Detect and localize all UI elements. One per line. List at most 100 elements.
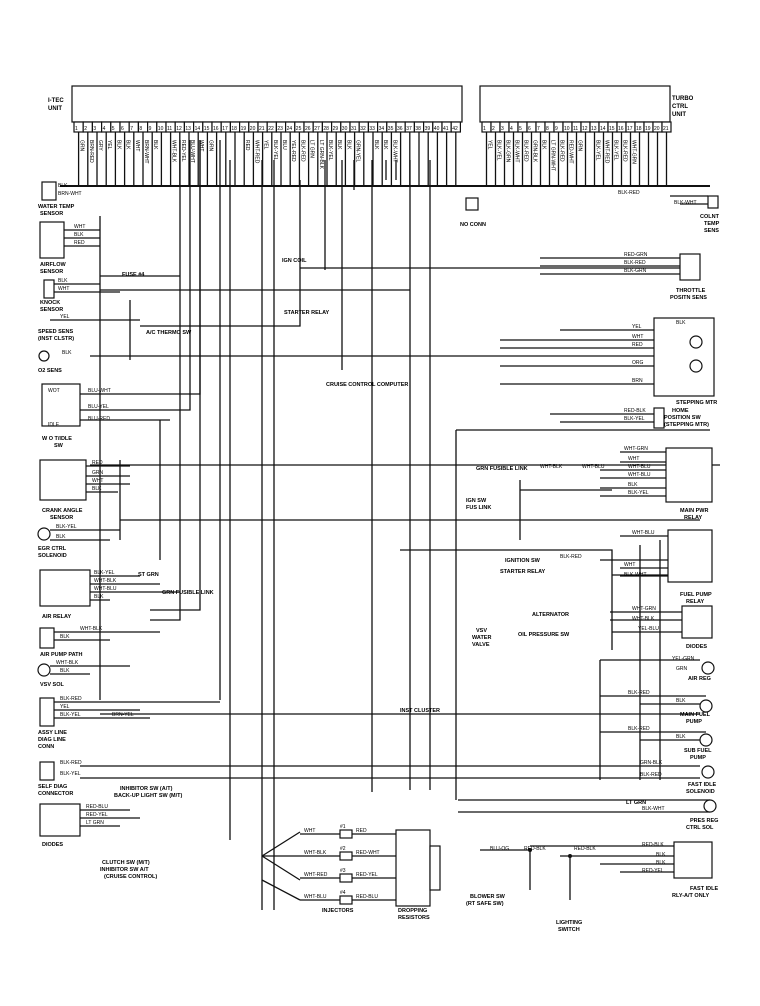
- switch-label: SWITCH: [558, 927, 580, 933]
- component-name: AIR PUMP PATH: [40, 652, 83, 658]
- vsv-sol: WHT-BLK BLK VSV SOL: [37, 660, 130, 688]
- wire-label: RED-GRN: [624, 252, 648, 258]
- turbo-wire-color: BLK-RED: [622, 140, 628, 162]
- component-name: ASSY LINE: [38, 730, 67, 736]
- component-name: SENS: [704, 228, 719, 234]
- ign-sw-label: IGN SW: [466, 498, 487, 504]
- pres-reg-ctrl-sol: BLK-WHT PRES REG CTRL SOL: [642, 799, 718, 831]
- wire-label: BLU-WHT: [88, 388, 111, 394]
- itec-wire-color: BLK-WHT: [391, 140, 397, 163]
- wire-label: RED-BLK: [524, 846, 546, 852]
- turbo-wire-color: RED-WHT: [568, 140, 574, 164]
- wire-label: WHT-BLU: [628, 472, 651, 478]
- component-name: HOME: [672, 408, 689, 414]
- lt-grn-label: LT GRN: [626, 800, 646, 806]
- itec-wire-color: YEL: [263, 140, 269, 150]
- dropping-label: DROPPING: [398, 908, 427, 914]
- wire-label: BLK-YEL: [94, 570, 115, 576]
- wire-label: RED-YEL: [642, 868, 664, 874]
- turbo-pin-number: 6: [528, 126, 531, 132]
- grn-fusible-link-label: GRN FUSIBLE LINK: [162, 590, 214, 596]
- itec-pin-number: 7: [130, 126, 133, 132]
- home-position-switch: RED-BLK BLK-YEL HOME POSITION SW (STEPPI…: [550, 407, 709, 429]
- wire-label: RED: [92, 460, 103, 466]
- wire-label: GRN: [676, 666, 688, 672]
- wire-label: BLU-RED: [88, 416, 110, 422]
- wire-label: BLK-WHT: [642, 806, 665, 812]
- wire-label: BLK: [676, 320, 686, 326]
- component-name: SENSOR: [40, 269, 63, 275]
- itec-pin-number: 6: [121, 126, 124, 132]
- air-regulator: YEL-GRN GRN AIR REG: [672, 656, 715, 682]
- wire-label: BLK: [628, 482, 638, 488]
- cruise-control-label: CRUISE CONTROL COMPUTER: [326, 382, 408, 388]
- itec-pin-number: 41: [443, 126, 449, 132]
- water-temp-sensor: BLK BRN-WHT WATER TEMP SENSOR: [38, 181, 82, 217]
- turbo-wire-color: BLK-WHT: [514, 140, 520, 163]
- itec-pin-number: 4: [103, 126, 106, 132]
- wire-label: BLK-YEL: [60, 771, 81, 777]
- itec-pin-number: 10: [158, 126, 164, 132]
- component-name: SOLENOID: [686, 789, 715, 795]
- wire-label: WHT: [92, 478, 103, 484]
- turbo-pin-number: 8: [546, 126, 549, 132]
- itec-wire-color: YEL-RED: [290, 140, 296, 162]
- itec-wire-color: BLU-WHT: [189, 140, 195, 163]
- fuel-pump-relay: WHT-BLU BLK-RED WHT BLK-WHT FUEL PUMP RE…: [560, 529, 713, 605]
- blower-switch: [480, 848, 572, 900]
- wire-label: BLK-RED: [560, 554, 582, 560]
- injector-body: [339, 895, 353, 905]
- turbo-pin-number: 11: [573, 126, 578, 132]
- component-name: STEPPING MTR: [676, 400, 717, 406]
- itec-wire-color: GRN-YEL: [355, 140, 361, 162]
- fast-idle-solenoid: GRN-BLK BLK-RED FAST IDLE SOLENOID: [640, 760, 716, 795]
- blower-sw-label: BLOWER SW: [470, 894, 506, 900]
- component-name: (INST CLSTR): [38, 336, 74, 342]
- component-name: PUMP: [690, 755, 706, 761]
- itec-pin-number: 39: [425, 126, 431, 132]
- turbo-pin-number: 3: [501, 126, 504, 132]
- itec-wire-color: BLK: [115, 140, 121, 150]
- egr-ctrl-solenoid: BLK-YEL BLK EGR CTRL SOLENOID: [37, 524, 120, 559]
- wire-label: RED-BLK: [624, 408, 646, 414]
- turbo-wire-color: BLK: [541, 140, 547, 150]
- itec-pin-number: 8: [139, 126, 142, 132]
- itec-pin-number: 19: [241, 126, 247, 132]
- injector-wire-out-label: RED-BLU: [356, 894, 378, 900]
- component-name: AIR RELAY: [42, 614, 71, 620]
- itec-pin-number: 12: [176, 126, 182, 132]
- itec-wire-color: BLK-RED: [299, 140, 305, 162]
- speed-sensor: YEL SPEED SENS (INST CLSTR): [38, 314, 140, 342]
- component-name: SPEED SENS: [38, 329, 73, 335]
- wire-label: BRN-YEL: [112, 712, 134, 718]
- turbo-pin-number: 16: [618, 126, 624, 132]
- component-name: (STEPPING MTR): [664, 422, 709, 428]
- starter-relay-2-label: STARTER RELAY: [500, 569, 546, 575]
- main-power-relay: WHT-GRN WHT WHT-BLU WHT-BLU BLK BLK-YEL …: [600, 446, 713, 521]
- wire-label: BLK: [74, 232, 84, 238]
- itec-wire-color: WHT-BLK: [171, 140, 177, 163]
- component-name: CTRL SOL: [686, 825, 714, 831]
- itec-wire-color: BLK: [152, 140, 158, 150]
- turbo-wire-color: BLK-RED: [559, 140, 565, 162]
- itec-pin-number: 29: [333, 126, 339, 132]
- itec-wire-color: BRN-WHT: [143, 140, 149, 164]
- turbo-pin-number: 15: [609, 126, 615, 132]
- itec-wire-color: WHT: [134, 140, 140, 151]
- assy-line-diag-conn: BLK-RED YEL BLK-YEL BRN-YEL ASSY LINE DI…: [38, 696, 220, 750]
- turbo-wire-color: BLK-YEL: [496, 140, 502, 161]
- turbo-wire-color: BLK-YEL: [613, 140, 619, 161]
- turbo-pin-number: 20: [654, 126, 660, 132]
- itec-wire-color: BRN-RED: [88, 140, 94, 163]
- wire-label: BLK-WHT: [624, 572, 647, 578]
- component-name: RLY-A/T ONLY: [672, 893, 710, 899]
- itec-wire-color: GRN: [207, 140, 213, 152]
- wire-label: BLK-RED: [628, 726, 650, 732]
- itec-pin-number: 18: [231, 126, 237, 132]
- injector-body: [339, 851, 353, 861]
- component-name: VSV SOL: [40, 682, 64, 688]
- wire-label: YEL-BLU: [638, 626, 659, 632]
- turbo-pin-number: 18: [636, 126, 642, 132]
- wire-label: BLK: [676, 734, 686, 740]
- wire-label: BLK-YEL: [624, 416, 645, 422]
